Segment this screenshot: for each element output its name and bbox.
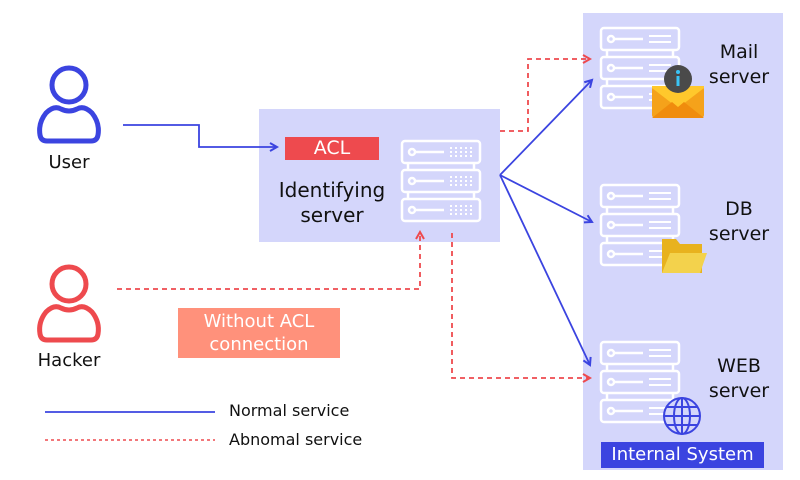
without-acl-line1: Without ACL (203, 311, 315, 332)
web-server-label: WEB server (703, 354, 775, 404)
ident-to-mail-abnormal-line (500, 59, 590, 132)
hacker-to-ident-line (117, 232, 420, 290)
db-server-rack-icon (599, 183, 681, 267)
identifying-server-label: Identifying server (262, 178, 402, 228)
db-server: DB server (598, 183, 778, 278)
ident-to-web-line (499, 174, 590, 365)
without-acl-line2: connection (209, 334, 309, 355)
hacker-label: Hacker (37, 350, 101, 371)
web-server-rack-icon (599, 340, 681, 424)
web-server-label-line1: WEB (717, 355, 761, 377)
acl-badge: ACL (285, 137, 379, 160)
ident-to-db-line (499, 174, 592, 222)
web-server-label-line2: server (708, 380, 770, 402)
db-server-label-line1: DB (725, 198, 753, 220)
web-server: WEB server (598, 340, 778, 435)
mail-server-label-line2: server (708, 66, 770, 88)
db-server-label-line2: server (708, 223, 770, 245)
identifying-server-rack-icon (400, 139, 482, 223)
ident-to-mail-line (499, 80, 592, 176)
user-to-acl-line (123, 124, 277, 147)
identifying-server-label-line2: server (300, 203, 364, 227)
identifying-server-label-line1: Identifying (278, 178, 386, 202)
internal-system-label: Internal System (601, 442, 764, 468)
ident-to-web-abnormal-line (451, 233, 590, 378)
mail-server-label: Mail server (703, 40, 775, 90)
db-server-label: DB server (703, 197, 775, 247)
globe-icon (663, 397, 701, 435)
mail-server: Mail server (598, 26, 778, 121)
mail-envelope-info-icon (652, 65, 704, 118)
mail-server-label-line1: Mail (719, 41, 759, 63)
legend-abnormal-label: Abnomal service (229, 430, 363, 449)
folder-icon (662, 239, 707, 273)
user-label: User (48, 152, 90, 173)
user-icon (37, 65, 101, 144)
legend-normal-label: Normal service (229, 401, 350, 420)
without-acl-badge: Without ACL connection (178, 308, 340, 358)
hacker-icon (37, 264, 101, 343)
